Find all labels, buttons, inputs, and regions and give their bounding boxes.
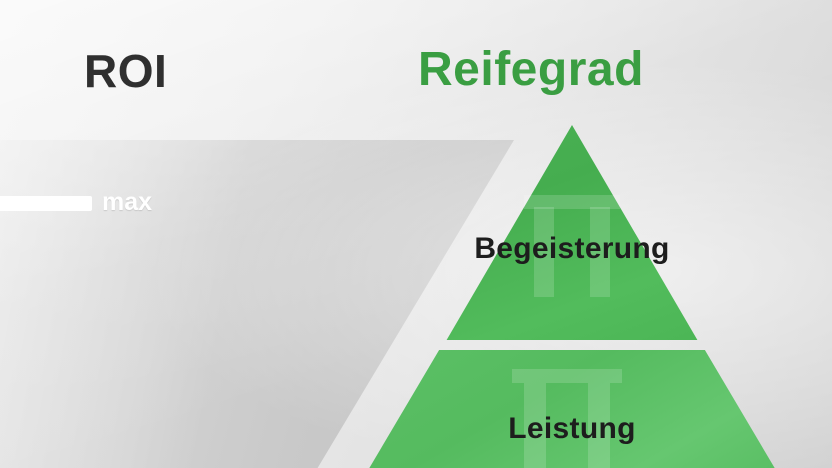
maturity-pyramid — [352, 125, 792, 468]
heading-reifegrad: Reifegrad — [418, 43, 644, 96]
roi-max-label: max — [102, 188, 153, 216]
pyramid-tier-bottom — [365, 350, 779, 468]
pyramid-label-begeisterung: Begeisterung — [474, 232, 670, 265]
heading-roi: ROI — [84, 45, 168, 97]
pyramid-label-leistung: Leistung — [508, 412, 636, 445]
roi-max-bar — [0, 196, 92, 211]
